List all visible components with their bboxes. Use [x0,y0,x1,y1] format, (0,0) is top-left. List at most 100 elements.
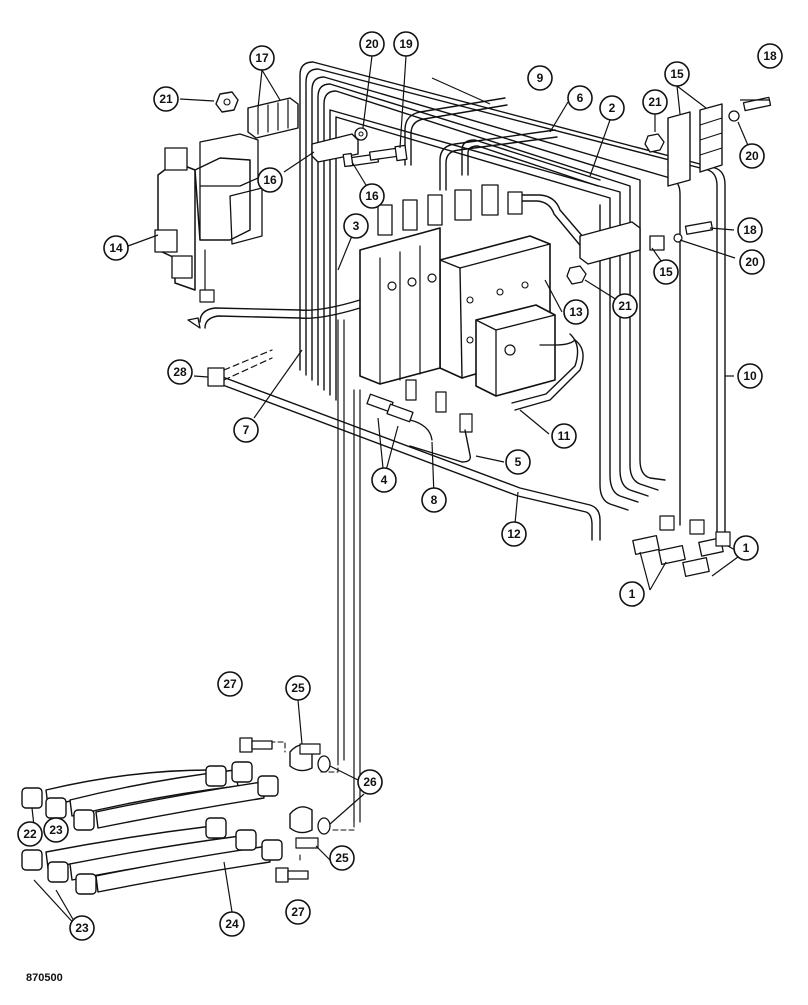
callout-18: 18 [737,217,763,243]
leader-lines [31,55,770,929]
svg-text:2: 2 [609,101,616,115]
tube-11 [511,333,584,411]
svg-text:23: 23 [49,823,63,837]
callout-21: 21 [642,89,668,115]
callout-20: 20 [359,31,385,57]
bolt-27-bottom [275,867,309,883]
callout-3: 3 [343,213,369,239]
callout-18: 18 [757,43,783,69]
clamp-bracket-15-top [667,103,723,187]
callout-19: 19 [393,31,419,57]
tube-bundle [299,61,726,546]
svg-text:5: 5 [515,455,522,469]
svg-text:1: 1 [743,541,750,555]
o-ring-26-bottom [317,817,331,835]
svg-text:7: 7 [243,423,250,437]
svg-text:18: 18 [743,223,757,237]
svg-text:22: 22 [23,827,37,841]
tube-5 [409,429,472,463]
washer-20-left [354,127,368,141]
bolt-27-top [239,737,273,753]
svg-text:10: 10 [743,369,757,383]
svg-text:4: 4 [381,473,388,487]
svg-text:24: 24 [225,917,239,931]
svg-text:27: 27 [223,677,237,691]
svg-text:19: 19 [399,37,413,51]
svg-text:21: 21 [159,92,173,106]
callout-10: 10 [737,363,763,389]
svg-text:21: 21 [648,95,662,109]
callout-13: 13 [563,299,589,325]
callout-15: 15 [664,61,690,87]
callout-1: 1 [733,535,759,561]
tube-9 [404,97,508,166]
svg-text:3: 3 [353,219,360,233]
callout-24: 24 [219,911,245,937]
nut-21-mid [566,265,587,285]
callout-7: 7 [233,417,259,443]
tube-12 [219,375,601,541]
pilot-line [199,299,361,329]
callout-2: 2 [599,95,625,121]
svg-text:11: 11 [558,429,571,443]
line-28 [207,349,273,387]
svg-text:21: 21 [618,299,632,313]
svg-text:18: 18 [763,49,777,63]
bolt-18-right-top [742,96,772,112]
control-valve-block [359,184,576,433]
callout-5: 5 [505,449,531,475]
callout-12: 12 [501,521,527,547]
svg-text:9: 9 [537,71,544,85]
callout-15: 15 [653,259,679,285]
callout-28: 28 [167,359,193,385]
callout-4: 4 [371,467,397,493]
svg-text:15: 15 [659,265,673,279]
svg-text:28: 28 [173,365,187,379]
callout-23: 23 [43,817,69,843]
svg-text:23: 23 [75,921,89,935]
clamp-25-bottom [289,806,319,849]
tube-6 [439,129,601,191]
callout-6: 6 [567,85,593,111]
svg-text:25: 25 [335,851,349,865]
callout-25: 25 [285,675,311,701]
washer-20-right-top [728,110,740,122]
nut-21-top-left [215,91,239,113]
svg-text:1: 1 [629,587,636,601]
svg-text:20: 20 [745,255,759,269]
svg-text:27: 27 [291,905,305,919]
callout-20: 20 [739,249,765,275]
fittings-4 [366,393,433,441]
callout-11: 11 [551,423,577,449]
svg-text:25: 25 [291,681,305,695]
solenoid-valve-assembly [154,133,263,329]
tube-right-valve [517,194,591,251]
callout-27: 27 [217,671,243,697]
svg-text:16: 16 [263,173,277,187]
clamp-bracket-17 [247,97,299,139]
callout-21: 21 [612,293,638,319]
callout-22: 22 [17,821,43,847]
svg-text:8: 8 [431,493,438,507]
callout-8: 8 [421,487,447,513]
callout-16: 16 [257,167,283,193]
callout-1: 1 [619,581,645,607]
callout-26: 26 [357,769,383,795]
svg-text:20: 20 [745,149,759,163]
callout-20: 20 [739,143,765,169]
clamp-25-top [289,743,321,772]
callout-16: 16 [359,183,385,209]
svg-text:16: 16 [365,189,379,203]
svg-text:14: 14 [109,241,123,255]
o-ring-26-top [317,755,331,773]
callouts: 21 17 20 19 9 6 2 15 18 21 20 16 16 14 3… [17,31,783,941]
fittings-1 [632,515,731,577]
drawing-number: 870500 [26,972,63,984]
svg-text:26: 26 [363,775,377,789]
hoses [21,761,283,895]
callout-25: 25 [329,845,355,871]
svg-text:15: 15 [670,67,684,81]
callout-21: 21 [153,86,179,112]
